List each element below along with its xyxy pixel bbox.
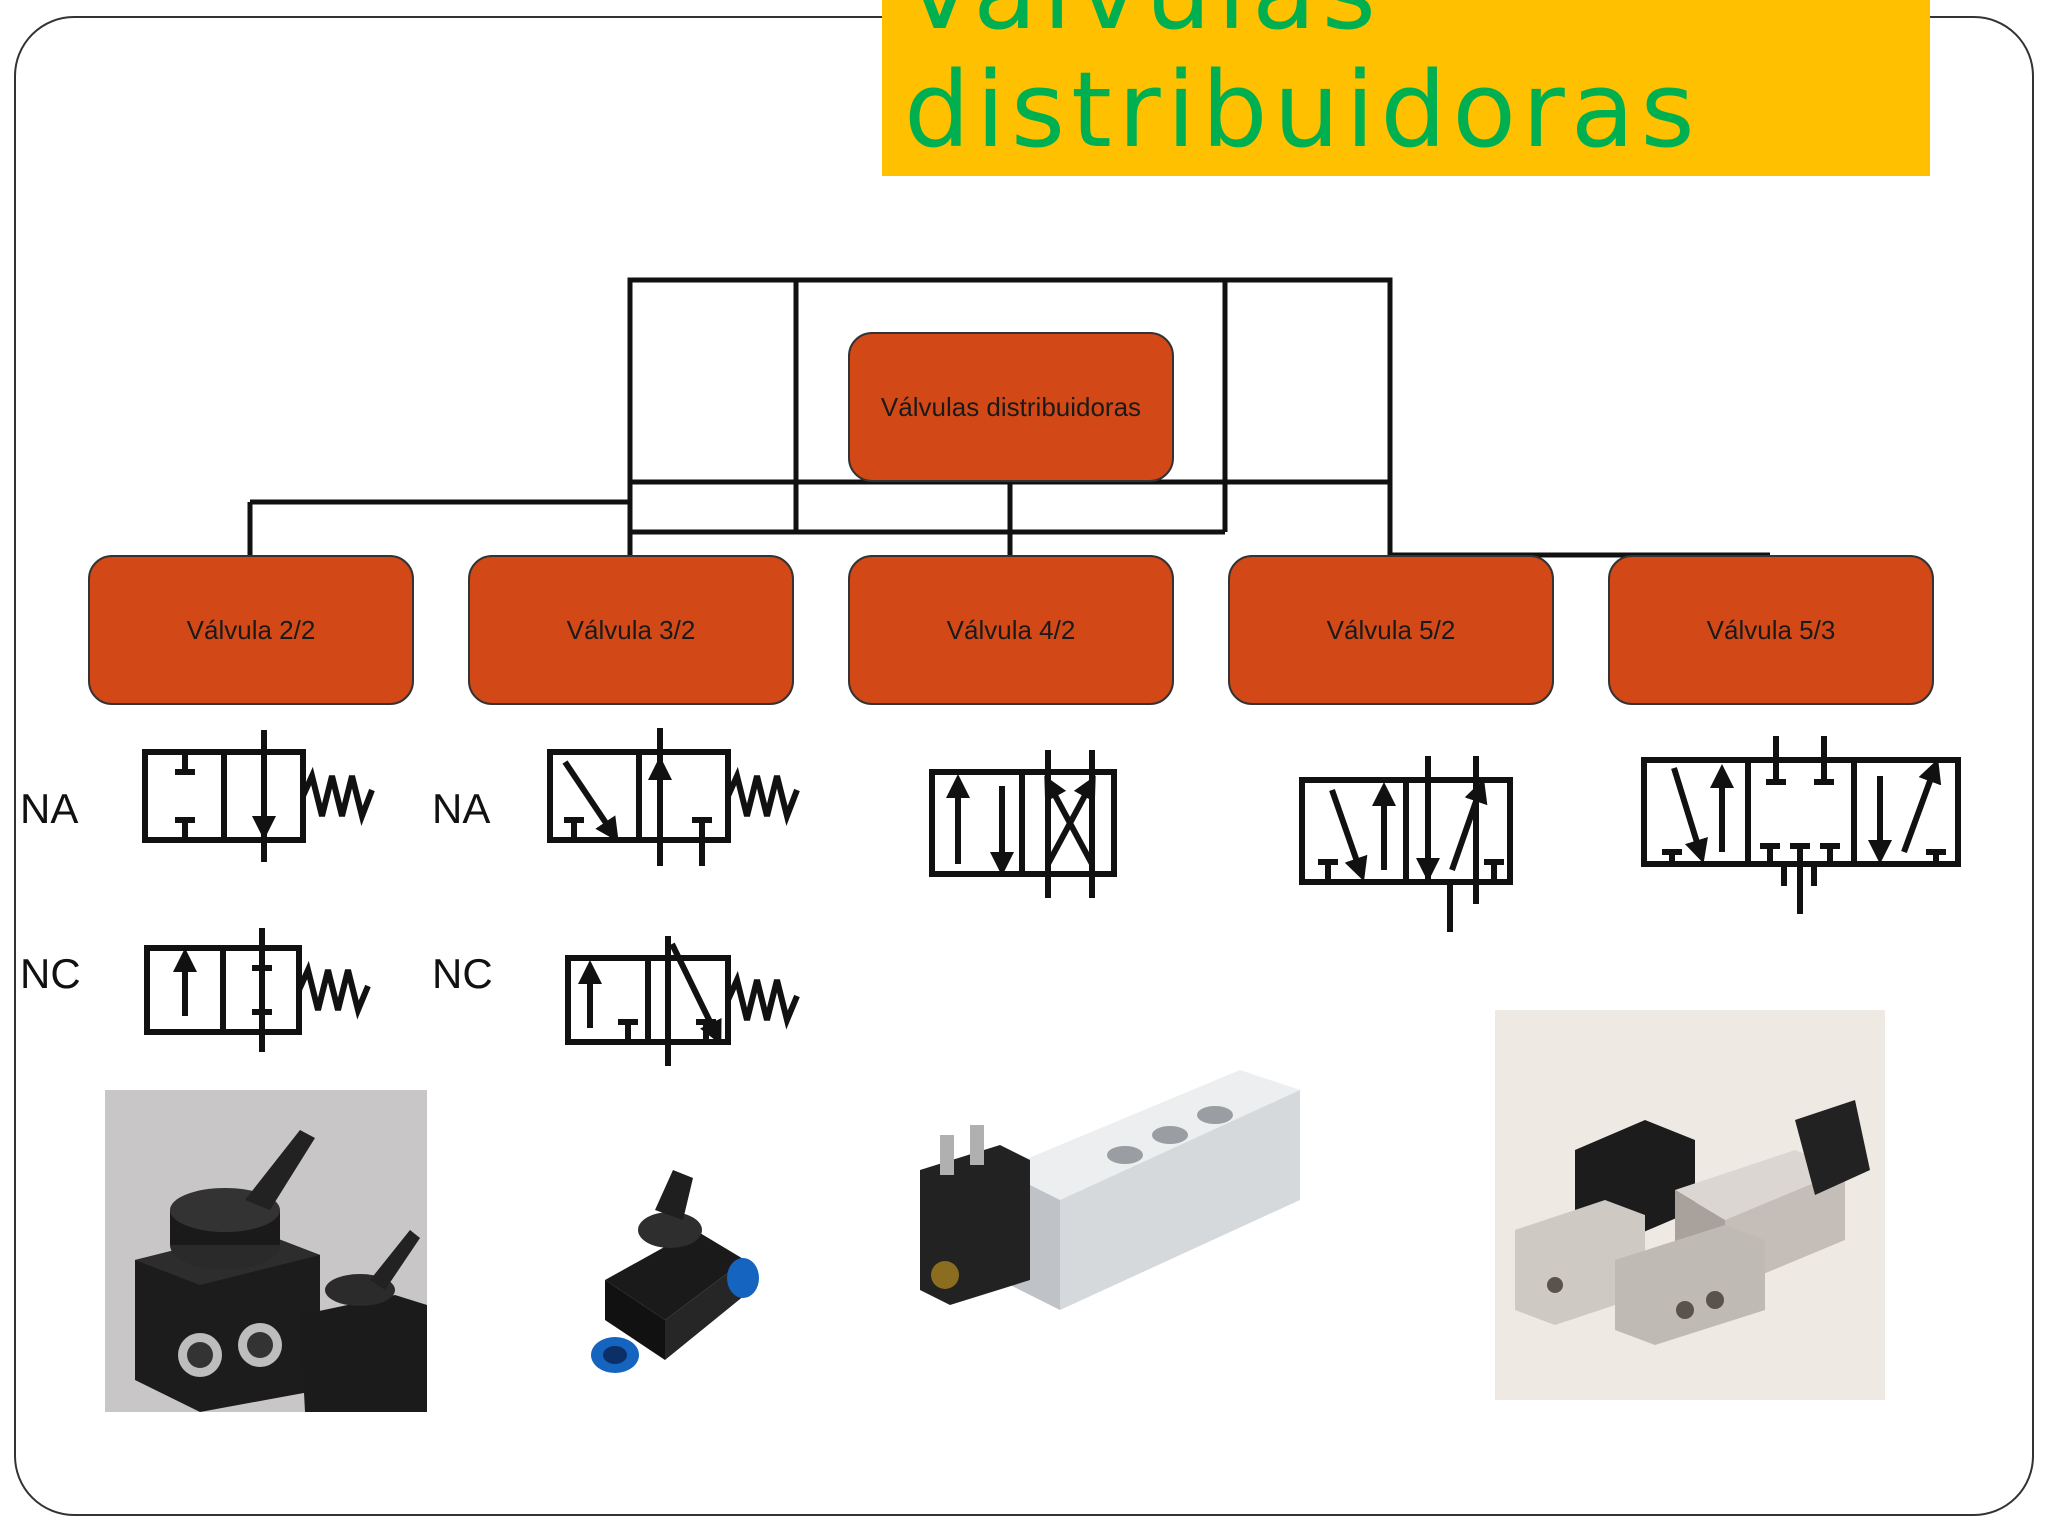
node-label: Válvula 5/3: [1706, 614, 1836, 645]
manual-rotary-valve-photo: [105, 1090, 427, 1412]
symbol-3-2-na: [547, 728, 800, 866]
solenoid-valve-photo: [920, 1070, 1300, 1310]
label-na-3-2: NA: [432, 785, 491, 832]
node-label: Válvula 3/2: [566, 614, 696, 645]
node-valvula-5-3: Válvula 5/3: [1608, 555, 1934, 705]
node-valvula-2-2: Válvula 2/2: [88, 555, 414, 705]
node-label: Válvula 4/2: [946, 614, 1076, 645]
label-na-2-2: NA: [20, 785, 79, 832]
title-banner: Válvulas distribuidoras: [882, 0, 1930, 176]
node-valvula-3-2: Válvula 3/2: [468, 555, 794, 705]
node-label: Válvula 5/2: [1326, 614, 1456, 645]
node-valvula-5-2: Válvula 5/2: [1228, 555, 1554, 705]
symbol-2-2-nc: [144, 928, 371, 1052]
root-node: Válvulas distribuidoras: [848, 332, 1174, 482]
valve-manifold-photo: [1495, 1010, 1885, 1400]
title-line-1: Válvulas: [904, 0, 1382, 44]
label-nc-3-2: NC: [432, 950, 493, 997]
root-node-label: Válvulas distribuidoras: [880, 391, 1142, 422]
push-fit-ball-valve-photo: [591, 1170, 759, 1373]
symbol-5-3: [1641, 736, 1961, 914]
symbol-4-2: [929, 750, 1117, 898]
node-valvula-4-2: Válvula 4/2: [848, 555, 1174, 705]
symbol-2-2-na: [142, 730, 375, 862]
label-nc-2-2: NC: [20, 950, 81, 997]
title-line-2: distribuidoras: [904, 49, 1701, 171]
symbol-3-2-nc: [565, 936, 800, 1066]
symbol-5-2: [1299, 756, 1513, 932]
node-label: Válvula 2/2: [186, 614, 316, 645]
